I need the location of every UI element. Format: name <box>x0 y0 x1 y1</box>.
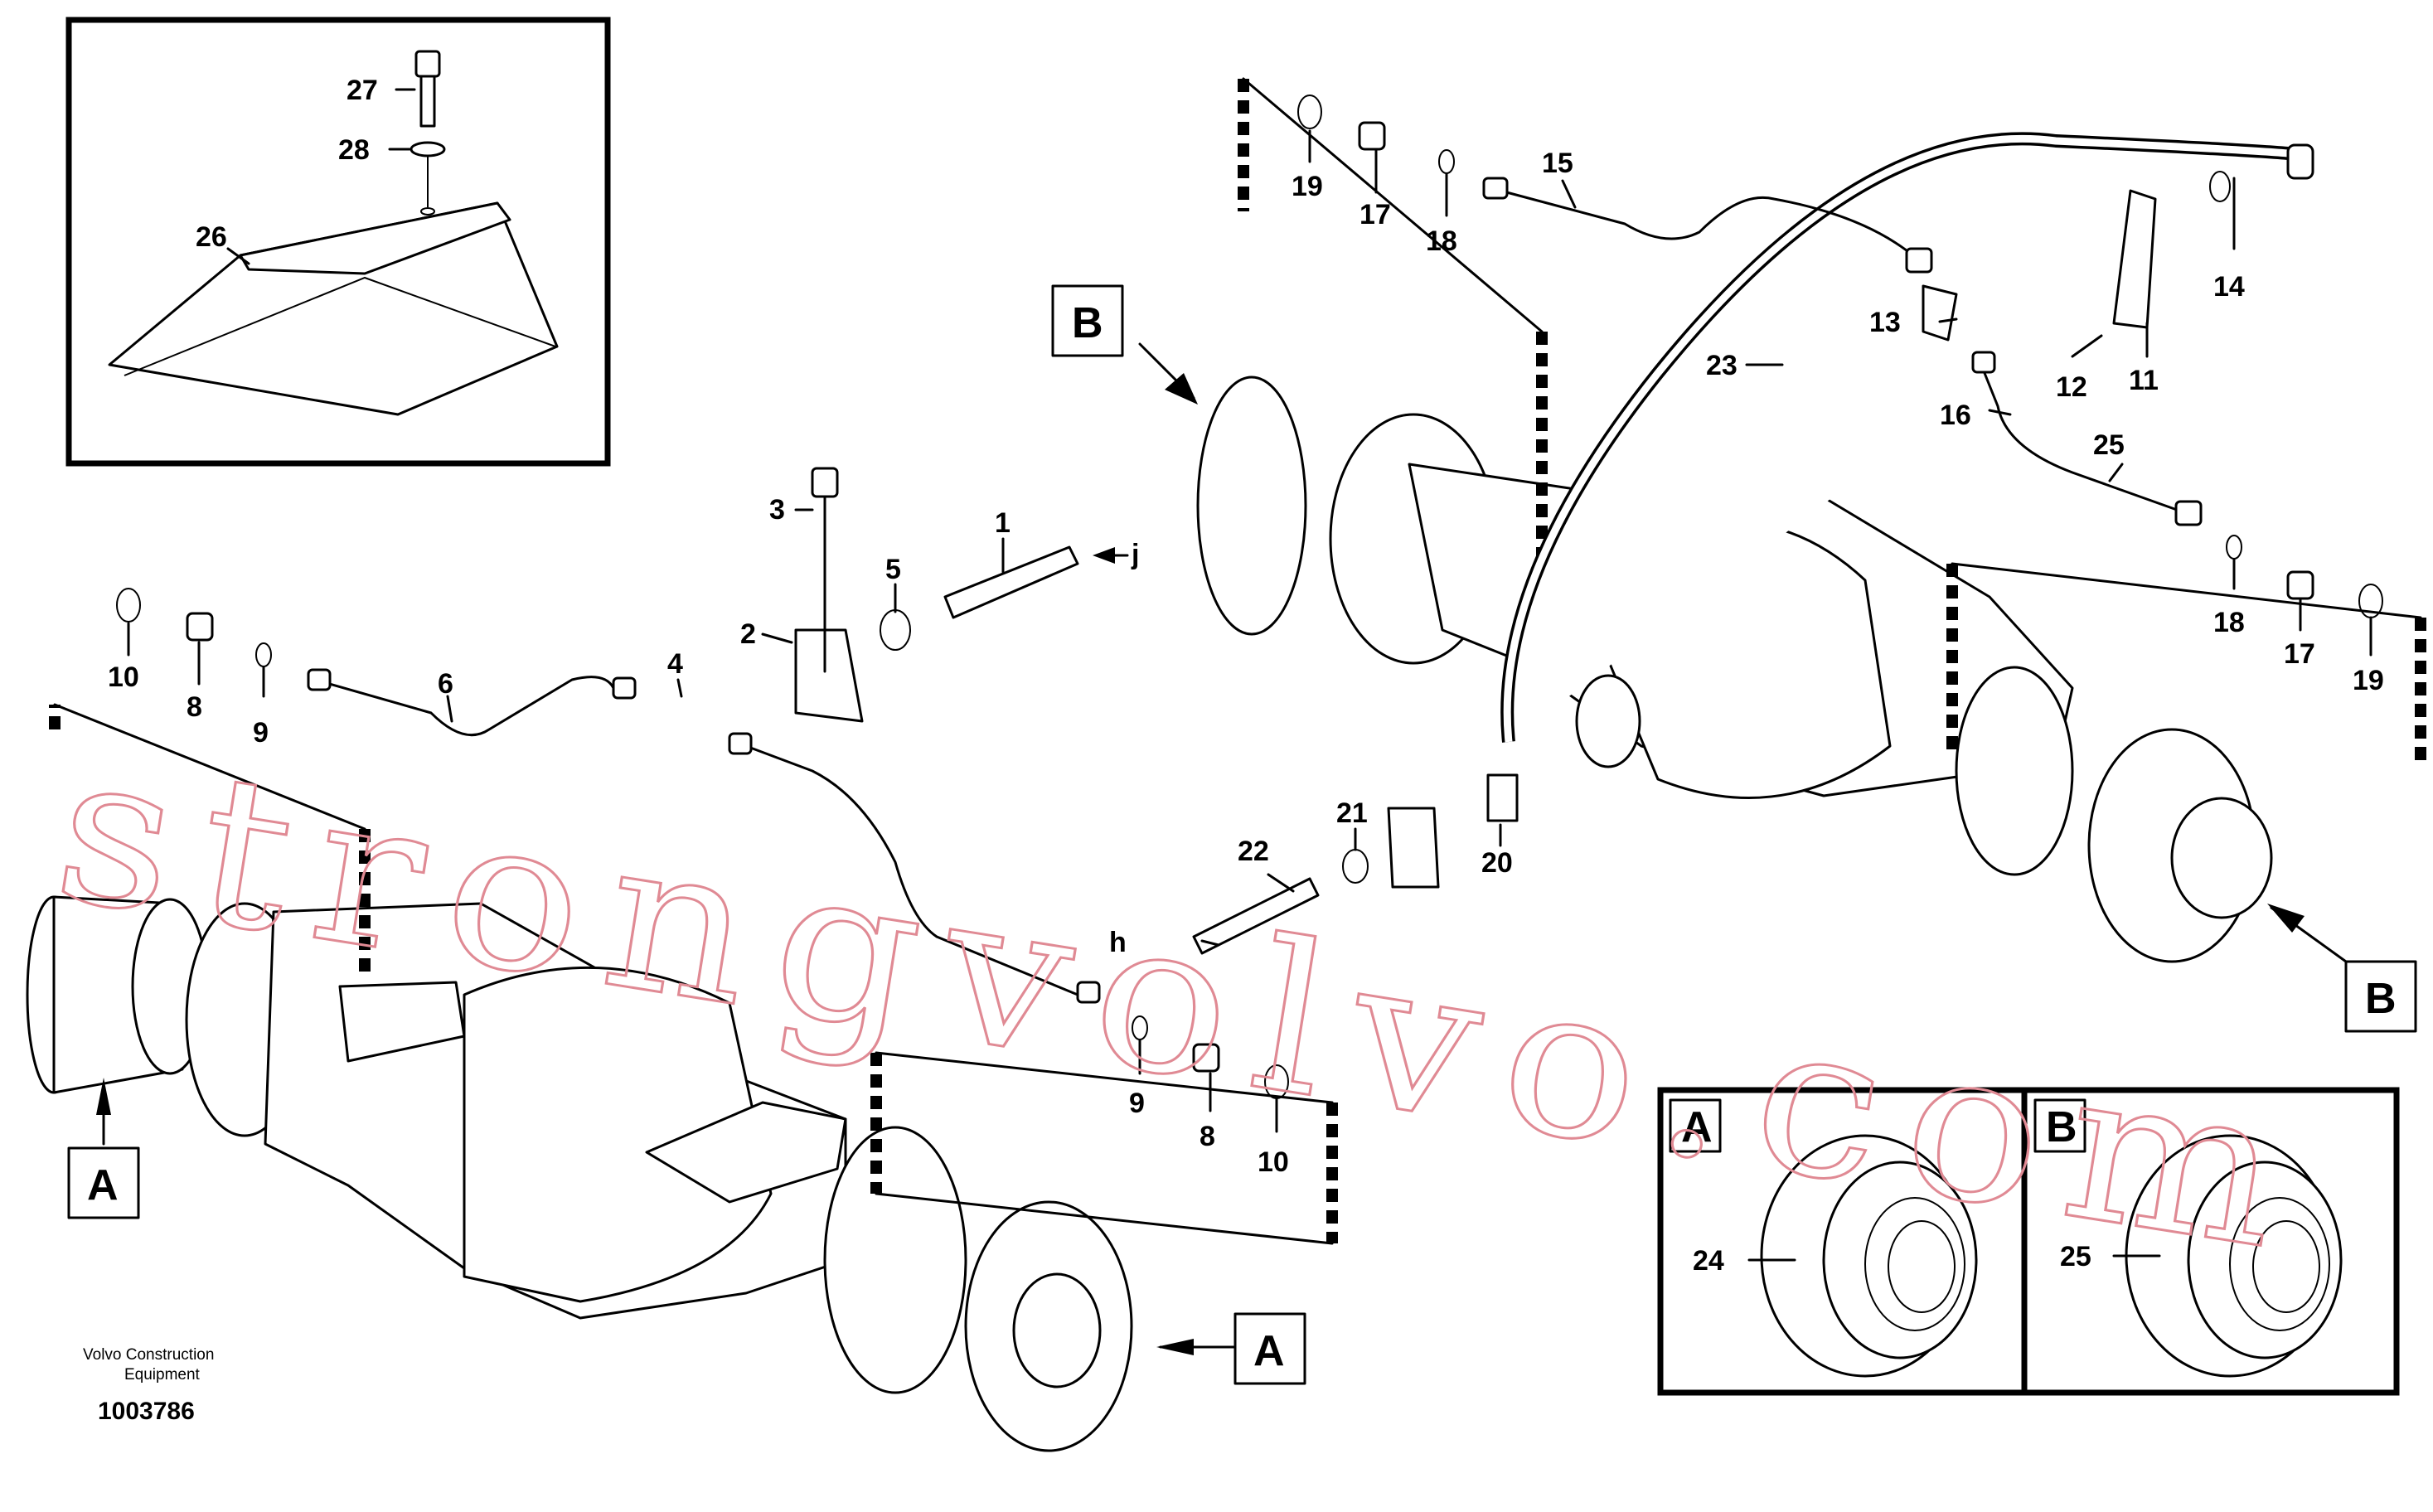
ref-mark-j: j <box>1131 539 1139 570</box>
part-label-15: 15 <box>1542 148 1573 179</box>
part-label-17b: 17 <box>2284 638 2315 670</box>
part-label-11: 11 <box>2129 365 2159 396</box>
reference-callouts: B B A A j h <box>67 284 2417 1385</box>
ref-mark-a-left: A <box>87 1161 119 1209</box>
part-label-19b: 19 <box>2353 665 2384 696</box>
part-label-10b: 10 <box>1258 1146 1289 1178</box>
part-label-1: 1 <box>995 507 1011 539</box>
part-label-25b: 25 <box>2060 1241 2091 1272</box>
part-label-28: 28 <box>338 134 370 166</box>
ref-mark-b-right: B <box>2365 975 2397 1023</box>
inset-detail-box: 27 28 26 <box>65 17 611 467</box>
part-label-10a: 10 <box>108 662 139 693</box>
inset-ref-b: B <box>2046 1103 2077 1151</box>
part-label-2: 2 <box>740 618 756 650</box>
part-label-4: 4 <box>667 648 683 680</box>
part-label-16: 16 <box>1940 400 1971 431</box>
part-label-3: 3 <box>769 494 785 526</box>
part-labels: 19 17 18 15 14 13 12 11 23 16 25 18 17 1… <box>108 148 2384 1178</box>
part-label-9a: 9 <box>253 717 269 749</box>
part-label-6: 6 <box>438 668 453 700</box>
inset-seal-box: 24 25 A B <box>1657 1087 2400 1396</box>
part-label-23: 23 <box>1706 350 1738 381</box>
part-label-9b: 9 <box>1129 1088 1145 1119</box>
part-label-18b: 18 <box>2213 607 2245 638</box>
part-label-26: 26 <box>196 221 227 253</box>
part-label-27: 27 <box>347 75 378 106</box>
part-label-18a: 18 <box>1426 225 1457 257</box>
credit-line-2: Equipment <box>124 1366 201 1384</box>
part-label-12: 12 <box>2056 371 2087 403</box>
part-label-20: 20 <box>1481 847 1513 879</box>
part-label-5: 5 <box>885 554 901 585</box>
leader-lines <box>96 129 2372 1355</box>
part-label-14: 14 <box>2213 271 2245 303</box>
credit-line-1: Volvo Construction <box>83 1346 214 1364</box>
part-label-8a: 8 <box>187 691 202 723</box>
part-label-19a: 19 <box>1292 171 1323 202</box>
brake-lines <box>116 94 2383 1099</box>
part-label-17a: 17 <box>1359 199 1391 230</box>
ref-mark-b-top: B <box>1072 299 1103 347</box>
part-label-25a: 25 <box>2093 429 2125 461</box>
part-label-21: 21 <box>1336 797 1368 829</box>
inset-ref-a: A <box>1681 1103 1713 1151</box>
part-label-24: 24 <box>1693 1245 1724 1277</box>
part-label-8b: 8 <box>1200 1121 1215 1152</box>
front-axle <box>26 703 1338 1452</box>
part-label-22: 22 <box>1238 836 1269 867</box>
part-label-13: 13 <box>1869 307 1901 338</box>
ref-mark-h: h <box>1109 927 1127 958</box>
ref-mark-a-bottom: A <box>1253 1327 1285 1375</box>
document-number: 1003786 <box>98 1398 195 1425</box>
document-credit: Volvo Construction Equipment 1003786 <box>83 1346 214 1425</box>
